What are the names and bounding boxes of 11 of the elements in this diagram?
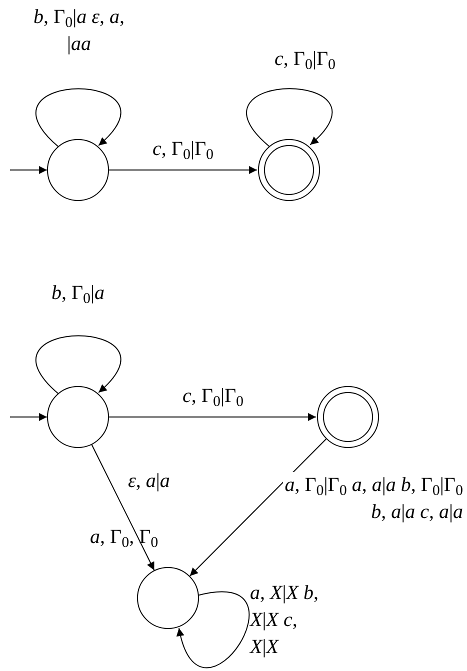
arrow bbox=[108, 166, 258, 174]
arrow bbox=[189, 438, 327, 577]
arrow bbox=[10, 166, 48, 174]
arrow bbox=[35, 88, 122, 148]
arrow bbox=[177, 591, 250, 668]
arrow bbox=[108, 413, 316, 421]
arrow bbox=[35, 335, 122, 395]
transition-label: a, Γ$_{0}$, Γ$_{0}$ bbox=[90, 525, 158, 551]
arrow bbox=[90, 443, 155, 571]
arrow bbox=[10, 413, 48, 421]
arrow bbox=[246, 88, 333, 147]
